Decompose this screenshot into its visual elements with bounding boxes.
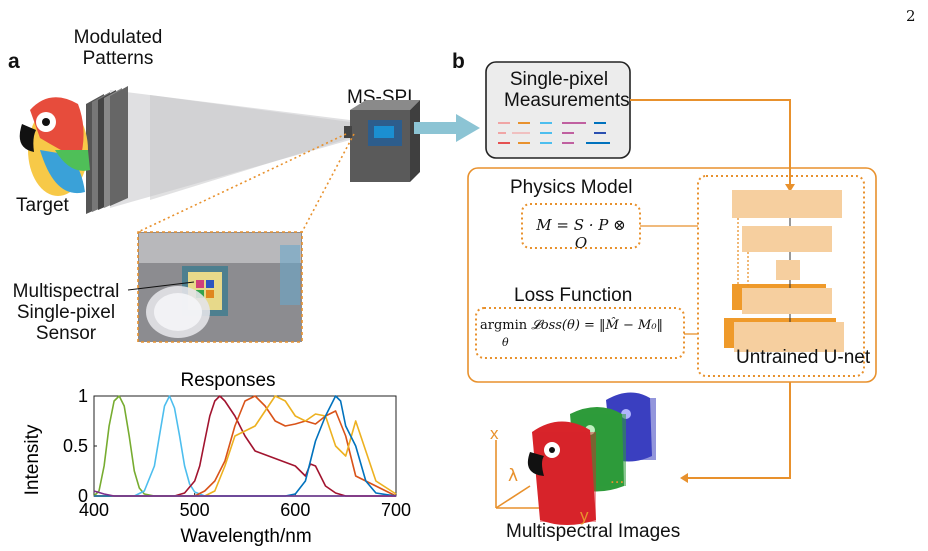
sensor-pointer-line: [127, 281, 195, 291]
sensor-label-line-2: Single-pixel: [16, 301, 116, 323]
physics-model-formula: M = S · P ⊗ O: [536, 216, 626, 252]
unet-label: Untrained U-net: [736, 347, 871, 368]
patterns-label-line-2: Patterns: [82, 47, 154, 69]
unet-box: [697, 175, 865, 377]
patterns-label-line-1: Modulated: [73, 27, 163, 48]
response-series-line-5: [94, 395, 397, 497]
unet-layers: [724, 190, 844, 352]
parrot-target-icon: [19, 97, 90, 196]
chart-y-label: Intensity: [22, 424, 43, 495]
measurement-dashes: [498, 122, 610, 144]
measurements-label-line-2: Measurements: [504, 89, 630, 111]
panel-b-label: b: [452, 50, 465, 73]
chart-series-group: [93, 395, 397, 497]
measurements-label-line-1: Single-pixel: [509, 69, 609, 90]
modulated-patterns-stack: [86, 86, 128, 214]
zoom-line-right: [301, 133, 355, 233]
response-series-line-6: [94, 395, 397, 497]
measurements-to-unet-arrow: [630, 99, 791, 186]
imaging-setup-illustration: [19, 86, 420, 343]
measurements-label: Single-pixel Measurements: [504, 69, 630, 112]
sensor-label-line-3: Sensor: [35, 322, 97, 344]
response-series-line-3: [94, 395, 396, 497]
chart-ticks: 400 500 600 700 0 0.5 1: [63, 386, 411, 520]
responses-chart: Responses Intensity Wavelength/nm 400 500…: [22, 370, 411, 547]
stack-ellipsis: ...: [610, 468, 625, 487]
physics-model-box: [521, 203, 641, 249]
loss-function-box: [475, 307, 685, 359]
x-tick-label: 600: [280, 500, 310, 520]
sensor-closeup-inset: [137, 231, 303, 343]
loss-formula-body: 𝓛oss(θ) = ‖M̂ − M₀‖: [531, 318, 664, 333]
physics-model-title: Physics Model: [510, 177, 633, 198]
x-tick-label: 400: [79, 500, 109, 520]
sensor-label-line-1: Multispectral: [12, 281, 120, 302]
ms-spi-device: [344, 100, 420, 182]
response-series-line-7: [93, 490, 396, 497]
axis-y-label: y: [580, 506, 589, 525]
unet-to-images-arrow: [686, 382, 791, 479]
chart-title: Responses: [180, 370, 275, 391]
panel-a-label: a: [8, 50, 20, 73]
loss-formula-subscript: θ: [502, 336, 509, 349]
sensor-label: Multispectral Single-pixel Sensor: [6, 281, 126, 345]
x-tick-label: 700: [381, 500, 411, 520]
y-tick-label: 0: [78, 486, 88, 506]
axis-lambda-label: λ: [508, 466, 519, 486]
device-to-measurements-arrow: [414, 114, 480, 142]
y-tick-label: 0.5: [63, 436, 88, 456]
response-series-line-2: [94, 395, 396, 497]
zoom-line-left: [137, 133, 347, 233]
response-series-line-4: [94, 395, 397, 497]
optimization-frame: [467, 167, 877, 383]
red-channel-image: [527, 421, 596, 525]
output-label: Multispectral Images: [506, 521, 681, 542]
page-number: 2: [906, 7, 916, 25]
target-label: Target: [16, 195, 69, 216]
loss-function-title: Loss Function: [514, 285, 633, 306]
chart-x-label: Wavelength/nm: [180, 526, 311, 547]
light-cone-inner: [150, 95, 350, 200]
loss-formula-operator: argmin: [480, 318, 528, 333]
patterns-label: Modulated Patterns: [58, 27, 178, 70]
loss-formula: argmin 𝓛oss(θ) = ‖M̂ − M₀‖ θ: [480, 318, 664, 349]
x-tick-label: 500: [180, 500, 210, 520]
y-tick-label: 1: [78, 386, 88, 406]
axis-x-label: x: [490, 424, 499, 443]
